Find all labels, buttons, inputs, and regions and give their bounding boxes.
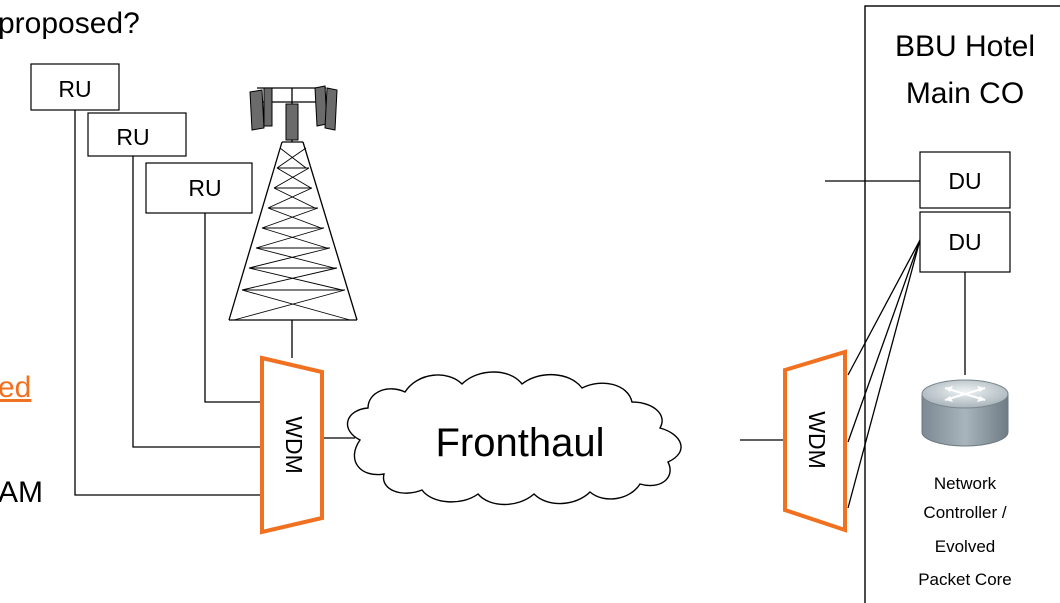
wdm-left-label: WDM (281, 416, 307, 473)
ru-box-3: RU (145, 162, 253, 214)
du-wdm-link-3 (847, 239, 921, 509)
bbu-title-line2: Main CO (906, 77, 1024, 110)
ru-box-2: RU (87, 112, 187, 157)
wdm-right: WDM (783, 349, 847, 533)
cell-tower-icon (228, 85, 358, 321)
ru-label-1: RU (58, 76, 91, 102)
du-wdm-link-2 (847, 239, 921, 443)
fronthaul-cloud: Fronthaul (346, 371, 682, 506)
cloud-label: Fronthaul (436, 421, 605, 465)
router-caption-line4: Packet Core (918, 570, 1012, 589)
du-wdm-link-1 (847, 239, 921, 376)
ru-box-1: RU (30, 63, 120, 111)
du-box-2: DU (919, 211, 1011, 273)
bbu-hotel-box: BBU Hotel Main CO (864, 5, 1060, 603)
bbu-title-line1: BBU Hotel (895, 30, 1035, 63)
router-caption-line3: Evolved (935, 537, 995, 556)
router-caption-line2: Controller / (923, 503, 1006, 522)
left-fragment-orange: ed (0, 371, 31, 404)
du-box-1: DU (919, 151, 1011, 209)
router-caption: Network Controller / Evolved Packet Core (918, 474, 1012, 589)
cable-ru-3 (204, 213, 265, 403)
router-icon (921, 379, 1009, 447)
wdm-right-label: WDM (804, 411, 830, 468)
cable-ru-1 (74, 97, 265, 496)
slide-heading: proposed? (0, 7, 140, 40)
left-fragment-black: AM (0, 476, 43, 509)
du-label-2: DU (948, 229, 981, 255)
du-label-1: DU (948, 168, 981, 194)
wdm-left: WDM (260, 355, 324, 535)
router-caption-line1: Network (934, 474, 997, 493)
ru-cables (74, 97, 966, 509)
cable-ru-2 (132, 143, 265, 448)
ru-label-3: RU (188, 175, 221, 201)
ru-label-2: RU (116, 124, 149, 150)
